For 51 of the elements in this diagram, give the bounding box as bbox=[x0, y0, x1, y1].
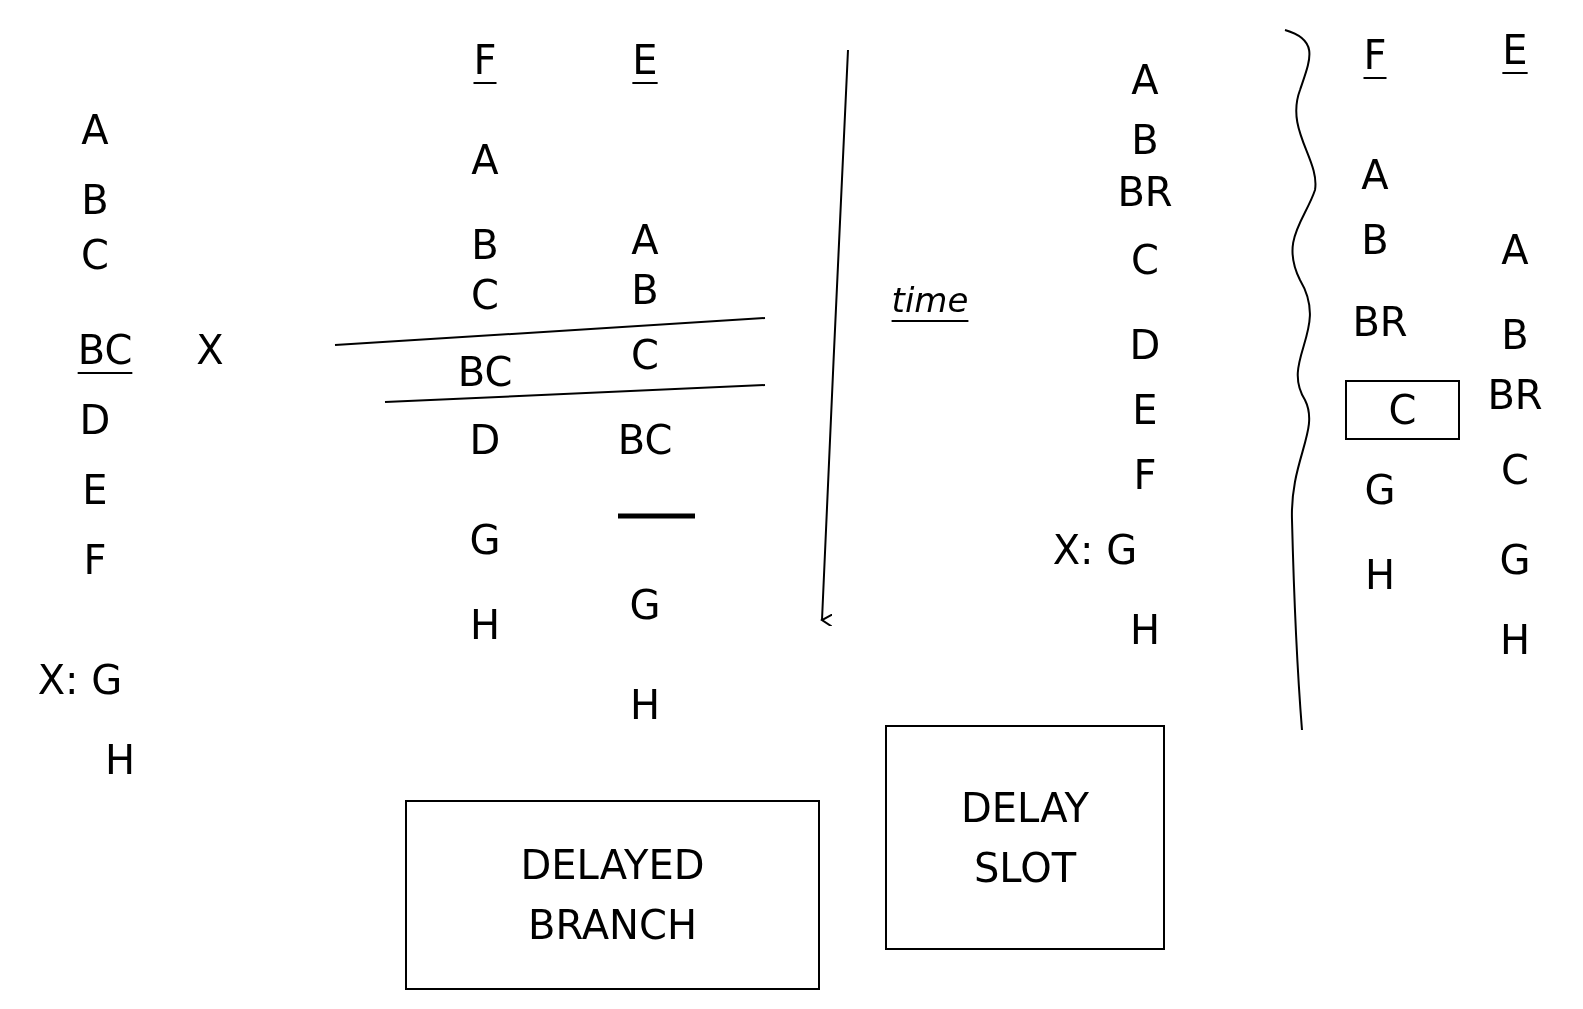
axis-label: time bbox=[891, 283, 969, 317]
instruction-label: B bbox=[1131, 120, 1159, 160]
instruction-label: E bbox=[1502, 30, 1528, 70]
highlighted-slot-box: C bbox=[1345, 380, 1460, 440]
instruction-label: C bbox=[471, 275, 499, 315]
instruction-label: E bbox=[82, 470, 108, 510]
instruction-label: H bbox=[1499, 620, 1531, 660]
instruction-label: B bbox=[631, 270, 659, 310]
instruction-label: X bbox=[196, 330, 224, 370]
instruction-label: B bbox=[1361, 220, 1389, 260]
instruction-label: A bbox=[1501, 230, 1529, 270]
instruction-label: D bbox=[1129, 325, 1161, 365]
instruction-label: H bbox=[469, 605, 501, 645]
instruction-label: H bbox=[1364, 555, 1396, 595]
instruction-label: BR bbox=[1117, 172, 1173, 212]
instruction-label: B bbox=[81, 180, 109, 220]
instruction-label: A bbox=[81, 110, 109, 150]
instruction-label: B bbox=[471, 225, 499, 265]
instruction-label: X: G bbox=[1052, 530, 1138, 570]
instruction-label: BR bbox=[1352, 302, 1408, 342]
instruction-label: C bbox=[631, 335, 659, 375]
instruction-label: H bbox=[1129, 610, 1161, 650]
instruction-label: E bbox=[1132, 390, 1158, 430]
instruction-label: A bbox=[631, 220, 659, 260]
instruction-label: G bbox=[1364, 470, 1396, 510]
instruction-label: BC bbox=[457, 352, 513, 392]
instruction-label: B bbox=[1501, 315, 1529, 355]
instruction-label: C bbox=[81, 235, 109, 275]
instruction-label: D bbox=[469, 420, 501, 460]
instruction-label: BR bbox=[1487, 375, 1543, 415]
instruction-label: F bbox=[83, 540, 107, 580]
note-box: DELAY SLOT bbox=[885, 725, 1165, 950]
instruction-label: F bbox=[1363, 35, 1387, 75]
instruction-label: D bbox=[79, 400, 111, 440]
instruction-label: E bbox=[632, 40, 658, 80]
instruction-label: BC bbox=[77, 330, 133, 370]
instruction-label: C bbox=[1131, 240, 1159, 280]
instruction-label: G bbox=[1499, 540, 1531, 580]
instruction-label: F bbox=[473, 40, 497, 80]
instruction-label: A bbox=[471, 140, 499, 180]
instruction-label: H bbox=[104, 740, 136, 780]
instruction-label: G bbox=[629, 585, 661, 625]
instruction-label: G bbox=[469, 520, 501, 560]
instruction-label: A bbox=[1131, 60, 1159, 100]
instruction-label: F bbox=[1133, 455, 1157, 495]
instruction-label: A bbox=[1361, 155, 1389, 195]
instruction-label: X: G bbox=[37, 660, 123, 700]
instruction-label: BC bbox=[617, 420, 673, 460]
instruction-label: H bbox=[629, 685, 661, 725]
note-box: DELAYED BRANCH bbox=[405, 800, 820, 990]
instruction-label: C bbox=[1501, 450, 1529, 490]
